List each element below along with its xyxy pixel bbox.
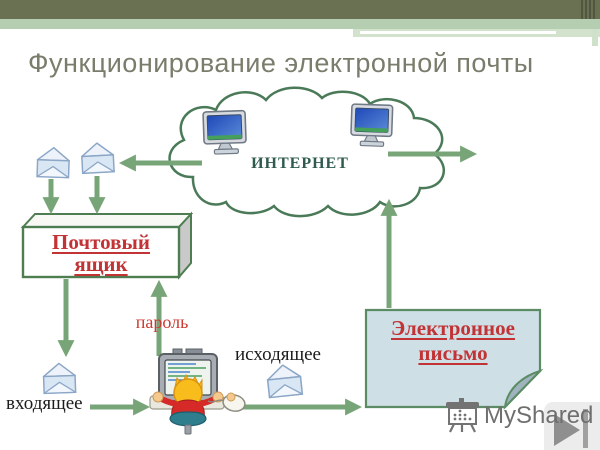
watermark: MyShared xyxy=(445,398,593,434)
mailbox-label: Почтовый ящик xyxy=(23,231,179,275)
next-slide-button[interactable] xyxy=(544,402,600,450)
folded-document-shape xyxy=(364,308,544,410)
password-label: пароль xyxy=(135,312,189,332)
mailbox-label-line2: ящик xyxy=(74,252,128,276)
envelope-icon-2 xyxy=(80,141,115,175)
internet-label: ИНТЕРНЕТ xyxy=(251,155,349,172)
slide-title: Функционирование электронной почты xyxy=(28,48,534,78)
outgoing-label: исходящее xyxy=(235,344,321,365)
email-letter-label-line1: Электронное xyxy=(391,316,515,340)
presentation-board-icon xyxy=(446,398,479,433)
envelope-icon-incoming xyxy=(42,362,77,395)
header-white-line xyxy=(360,31,556,34)
board-dots xyxy=(453,409,472,421)
header-band-green xyxy=(0,19,600,29)
email-letter-label-line2: письмо xyxy=(418,341,488,365)
header-edge-stripes xyxy=(581,0,597,19)
header-right-tail xyxy=(592,29,598,46)
envelope-icon-1 xyxy=(36,146,71,179)
header-bar xyxy=(0,0,600,19)
mailbox-3d-box xyxy=(20,211,194,280)
next-slide-icon xyxy=(554,409,588,448)
email-letter-label: Электронное письмо xyxy=(366,316,540,366)
user-at-computer-clipart xyxy=(149,348,225,435)
envelope-icon-outgoing xyxy=(265,362,304,399)
incoming-label: входящее xyxy=(6,393,83,414)
mouse-icon xyxy=(207,392,246,412)
mailbox-label-line1: Почтовый xyxy=(52,230,150,254)
watermark-brand-text: MyShared xyxy=(484,402,594,429)
arrow-group xyxy=(42,145,478,416)
